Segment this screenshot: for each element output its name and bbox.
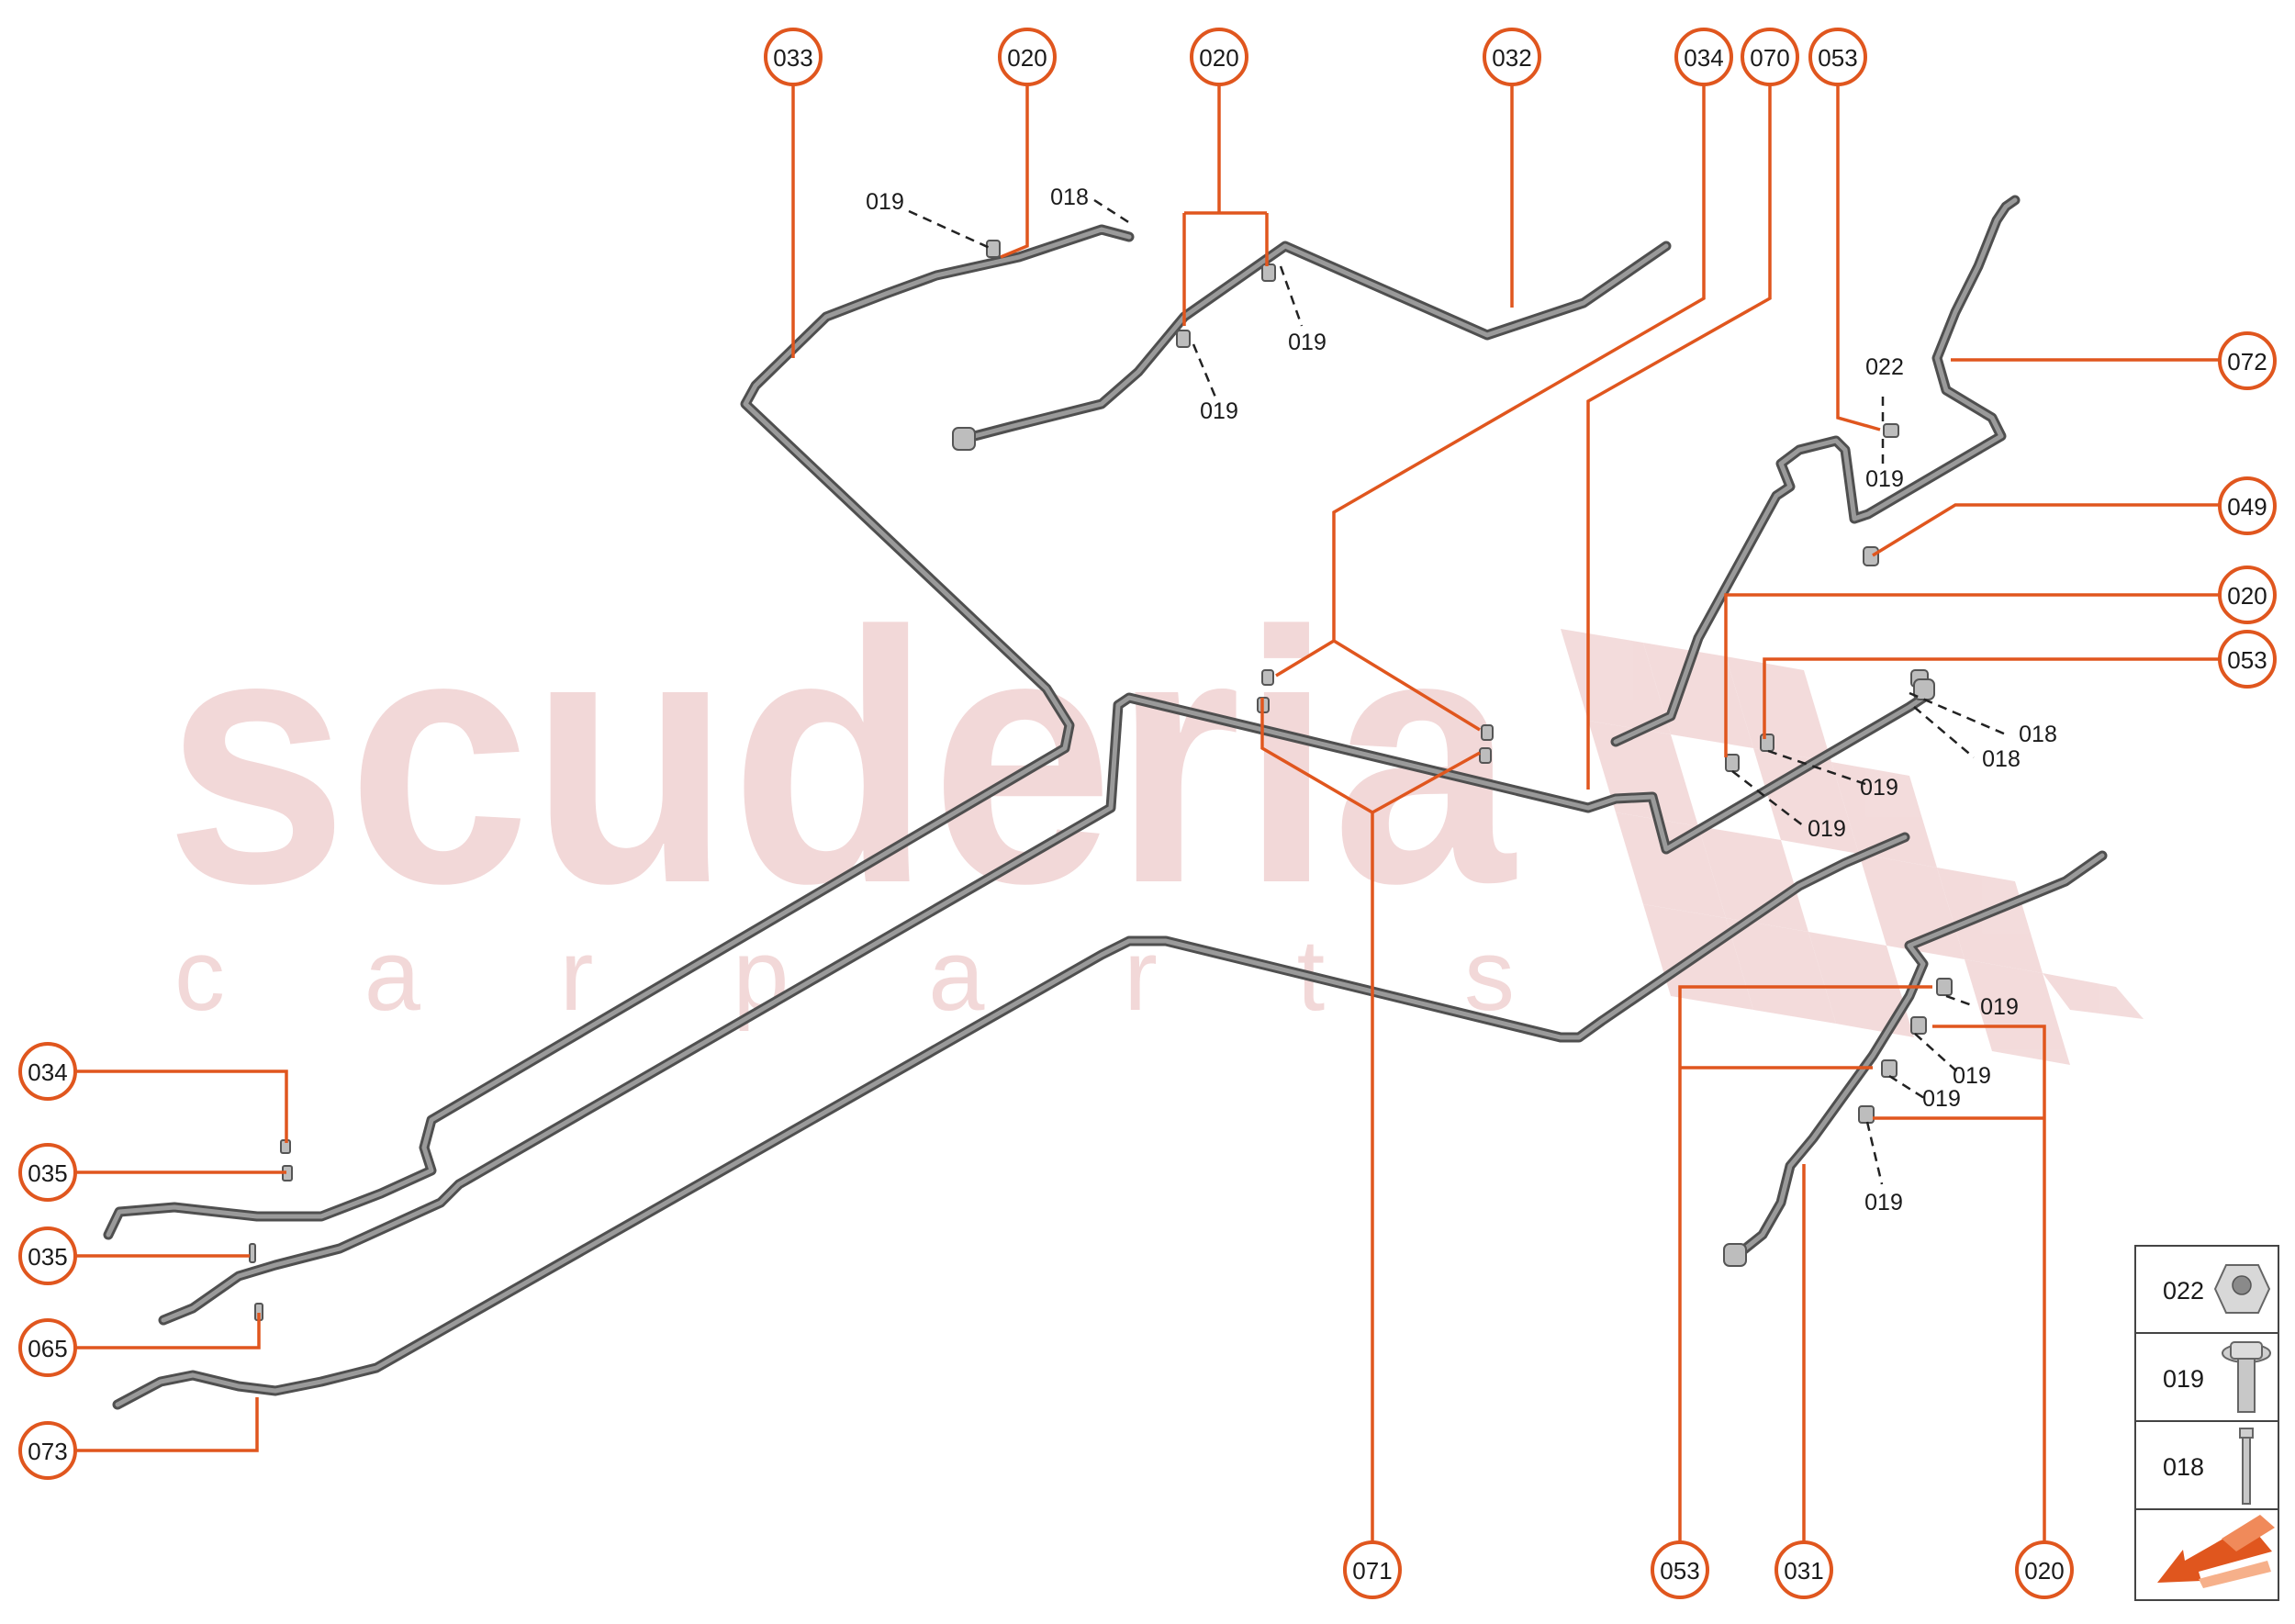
pipes <box>103 195 2108 1410</box>
callout-049[interactable]: 049 <box>2218 476 2277 535</box>
legend-label-018: 018 <box>2163 1453 2204 1481</box>
brake-line-031 <box>1734 850 2108 1259</box>
callout-label: 053 <box>1660 1557 1699 1585</box>
callout-053[interactable]: 053 <box>2218 630 2277 689</box>
nut-icon <box>2213 1264 2271 1314</box>
brake-line-034 <box>158 692 1929 1326</box>
callout-034[interactable]: 034 <box>1674 28 1733 86</box>
watermark-title: scuderia <box>165 557 1517 958</box>
callout-073[interactable]: 073 <box>18 1421 77 1480</box>
callout-label: 031 <box>1784 1557 1823 1585</box>
callout-label: 033 <box>773 44 812 72</box>
clip-part <box>1910 1016 1927 1035</box>
clip-part <box>1261 669 1274 686</box>
callout-035[interactable]: 035 <box>18 1226 77 1285</box>
callout-label: 034 <box>28 1058 67 1086</box>
callout-label: 020 <box>1007 44 1047 72</box>
callout-label: 053 <box>1818 44 1857 72</box>
callouts: 033 020 020 032 034 070 053 072 049 020 … <box>18 28 2277 1599</box>
part-label: 019 <box>1200 398 1238 424</box>
fitting-part <box>1723 1243 1747 1267</box>
callout-020[interactable]: 020 <box>2218 566 2277 624</box>
part-label: 019 <box>1288 330 1327 355</box>
part-label: 019 <box>1953 1063 1991 1089</box>
watermark: scuderia c a r p a r t s <box>165 557 2144 1065</box>
clip-part <box>249 1243 256 1263</box>
dashed-pointers <box>908 198 2007 1185</box>
clip-part <box>986 240 1001 258</box>
part-label: 018 <box>1050 185 1089 210</box>
clip-part <box>1481 724 1494 741</box>
part-label: 019 <box>866 189 904 215</box>
callout-053[interactable]: 053 <box>1808 28 1867 86</box>
callout-label: 072 <box>2227 348 2267 375</box>
small-parts <box>249 240 1953 1321</box>
callout-label: 020 <box>1199 44 1238 72</box>
clip-part <box>1863 546 1879 566</box>
clip-part <box>1725 754 1740 772</box>
callout-label: 073 <box>28 1438 67 1465</box>
part-label: 019 <box>1808 816 1846 842</box>
part-label: 019 <box>1865 466 1904 492</box>
callout-020[interactable]: 020 <box>1190 28 1248 86</box>
checkered-flag-icon <box>1561 629 2144 1065</box>
clip-part <box>1858 1105 1875 1124</box>
brake-line-073 <box>112 832 1910 1410</box>
bolt-icon <box>2222 1341 2271 1413</box>
clip-part <box>1176 330 1191 348</box>
part-label: 019 <box>1860 775 1898 801</box>
callout-053[interactable]: 053 <box>1651 1540 1709 1599</box>
callout-035[interactable]: 035 <box>18 1143 77 1202</box>
callout-label: 020 <box>2227 582 2267 610</box>
callout-label: 053 <box>2227 646 2267 674</box>
minor-labels: 019 018 019 019 022 019 018 018 019 019 … <box>866 185 2057 1215</box>
part-label: 019 <box>1864 1190 1903 1215</box>
clip-part <box>1479 747 1492 764</box>
brake-line-072 <box>1610 195 2021 747</box>
clip-part <box>1261 263 1276 282</box>
clip-part <box>1883 423 1899 438</box>
callout-033[interactable]: 033 <box>764 28 823 86</box>
legend-label-019: 019 <box>2163 1365 2204 1393</box>
callout-071[interactable]: 071 <box>1343 1540 1402 1599</box>
legend-label-022: 022 <box>2163 1277 2204 1305</box>
direction-arrow-icon <box>2157 1515 2275 1588</box>
part-label: 018 <box>2019 722 2057 747</box>
callout-072[interactable]: 072 <box>2218 331 2277 390</box>
clip-part <box>1936 978 1953 996</box>
callout-031[interactable]: 031 <box>1774 1540 1833 1599</box>
brake-line-033 <box>103 224 1135 1240</box>
callout-020[interactable]: 020 <box>2015 1540 2074 1599</box>
callout-label: 032 <box>1492 44 1531 72</box>
callout-065[interactable]: 065 <box>18 1318 77 1377</box>
callout-032[interactable]: 032 <box>1483 28 1541 86</box>
part-label: 019 <box>1922 1086 1961 1112</box>
callout-label: 070 <box>1750 44 1789 72</box>
callout-070[interactable]: 070 <box>1741 28 1799 86</box>
brake-line-032 <box>958 241 1672 444</box>
part-label: 022 <box>1865 354 1904 380</box>
callout-020[interactable]: 020 <box>998 28 1057 86</box>
part-label: 019 <box>1980 994 2019 1020</box>
part-label: 018 <box>1982 746 2021 772</box>
callout-label: 071 <box>1352 1557 1392 1585</box>
long-bolt-icon <box>2239 1428 2254 1505</box>
callout-label: 035 <box>28 1243 67 1271</box>
clip-part <box>1760 734 1774 752</box>
callout-label: 065 <box>28 1335 67 1362</box>
clip-part <box>1881 1059 1898 1078</box>
hardware-legend: 022 019 018 <box>2134 1245 2279 1601</box>
callout-label: 035 <box>28 1159 67 1187</box>
callout-label: 020 <box>2024 1557 2064 1585</box>
callout-label: 049 <box>2227 493 2267 521</box>
callout-label: 034 <box>1684 44 1723 72</box>
fitting-part <box>952 427 976 451</box>
callout-034[interactable]: 034 <box>18 1042 77 1101</box>
leader-lines <box>70 79 2245 1546</box>
